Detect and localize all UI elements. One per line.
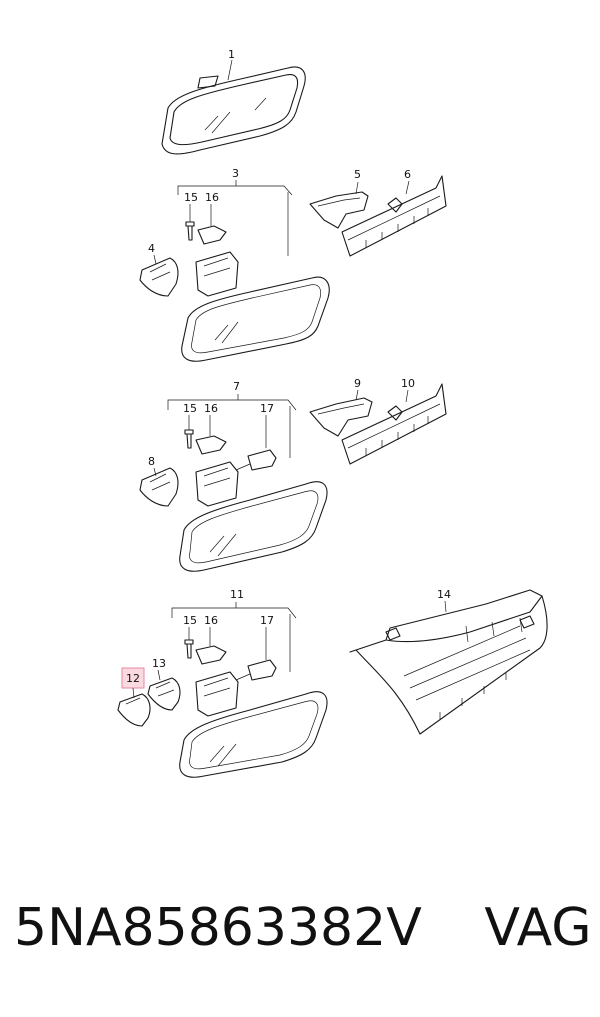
- callout-12: 12: [126, 672, 140, 685]
- mirror-part-1: 1: [161, 48, 306, 155]
- trim-part-6: 6: [341, 168, 447, 257]
- callout-8: 8: [148, 455, 155, 468]
- trim-part-10: 10: [341, 377, 447, 465]
- mirror-assembly-3: 3 15 16 4: [139, 167, 330, 362]
- brand-name: VAG: [484, 898, 592, 958]
- callout-13: 13: [152, 657, 166, 670]
- callout-11: 11: [230, 588, 244, 601]
- callout-7: 7: [233, 380, 240, 393]
- callout-17c: 17: [260, 614, 274, 627]
- trim-part-5: 5: [309, 168, 369, 229]
- callout-16a: 16: [205, 191, 219, 204]
- trim-part-9: 9: [309, 377, 373, 437]
- callout-17b: 17: [260, 402, 274, 415]
- callout-9: 9: [354, 377, 361, 390]
- callout-15c: 15: [183, 614, 197, 627]
- callout-15a: 15: [184, 191, 198, 204]
- callout-5: 5: [354, 168, 361, 181]
- parts-diagram: 1 3 15 16 4 5 6: [117, 48, 548, 778]
- callout-1: 1: [228, 48, 235, 61]
- callout-10: 10: [401, 377, 415, 390]
- part-number-footer: 5NA85863382V VAG: [14, 898, 594, 978]
- part-number: 5NA85863382V: [14, 898, 422, 958]
- callout-3: 3: [232, 167, 239, 180]
- callout-16b: 16: [204, 402, 218, 415]
- callout-14: 14: [437, 588, 451, 601]
- console-part-14: 14: [349, 588, 548, 735]
- mirror-assembly-7: 7 15 16 17 8: [139, 380, 328, 572]
- callout-16c: 16: [204, 614, 218, 627]
- callout-15b: 15: [183, 402, 197, 415]
- mirror-assembly-11: 11 15 16 17 12 13: [117, 588, 328, 778]
- callout-6: 6: [404, 168, 411, 181]
- callout-4: 4: [148, 242, 155, 255]
